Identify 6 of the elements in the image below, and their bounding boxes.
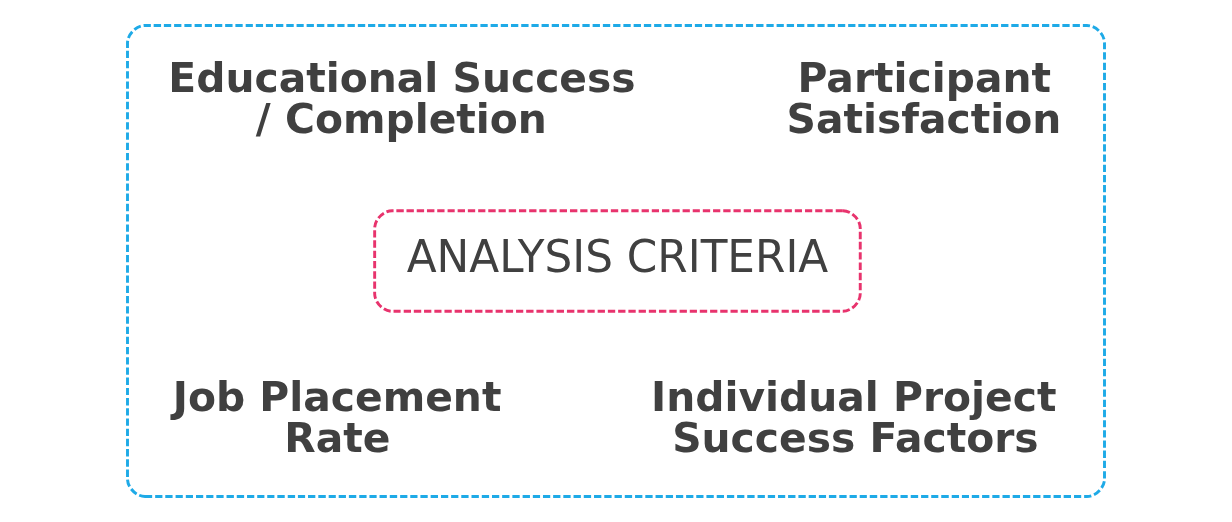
cluster <box>126 24 1106 498</box>
label: Job Placement Rate <box>172 373 502 462</box>
label: Educational Success / Completion <box>168 53 636 143</box>
label: Individual Project Success Factors <box>651 373 1057 462</box>
label: Participant Satisfaction <box>786 53 1062 143</box>
node-box: ANALYSIS CRITERIA <box>373 209 862 313</box>
